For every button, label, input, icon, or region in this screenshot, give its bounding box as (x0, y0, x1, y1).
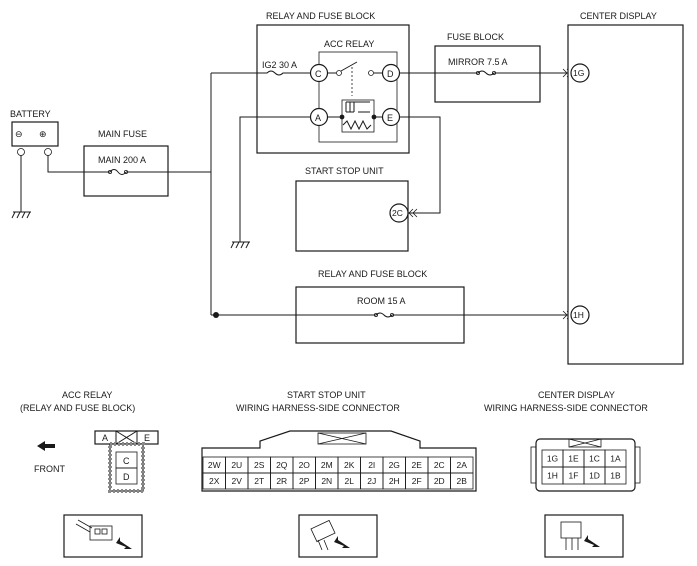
start-stop-unit-box (295, 180, 409, 252)
ssu-pin-label: 2F (412, 476, 422, 486)
cd-connector-shell (530, 438, 641, 492)
ssu-pin-label: 2G (389, 460, 400, 470)
ig2-fuse-symbol (257, 70, 310, 76)
mirror-fuse-rating: MIRROR 7.5 A (448, 57, 508, 67)
connector-view-icon-ssu (298, 514, 378, 558)
ground-symbol-relay (230, 241, 250, 249)
room-fuse-symbol (296, 312, 464, 318)
ssu-pin-label: 2K (344, 460, 355, 470)
acc-pin-c-label: C (123, 456, 130, 466)
center-display-box (567, 24, 684, 365)
acc-relay-box (318, 51, 398, 143)
cd-pin-1g: 1G (573, 68, 584, 78)
cd-pin-label: 1D (589, 471, 600, 481)
ig2-fuse-rating: IG2 30 A (262, 60, 297, 70)
acc-relay-connector-subtitle: (RELAY AND FUSE BLOCK) (20, 403, 135, 413)
cd-pin-1h: 1H (573, 310, 584, 320)
battery-plus-terminal: ⊕ (39, 129, 47, 139)
cd-pin-label: 1F (569, 471, 579, 481)
cd-pin-label: 1C (589, 454, 600, 464)
ssu-pin-label: 2B (457, 476, 468, 486)
cd-pin-label: 1A (610, 454, 621, 464)
battery-minus-terminal: ⊖ (15, 129, 23, 139)
acc-relay-pin-c: C (315, 69, 322, 79)
acc-relay-pin-a: A (315, 113, 321, 123)
main-fuse-box (83, 145, 169, 197)
relay-coil (327, 99, 383, 133)
connector-view-icon-cd (544, 514, 624, 558)
cd-pin-label: 1H (547, 471, 558, 481)
ssu-pin-label: 2A (457, 460, 468, 470)
acc-pin-e-label: E (144, 433, 150, 443)
ssu-pin-label: 2E (412, 460, 423, 470)
acc-relay-connector (94, 430, 159, 493)
acc-relay-pin-d: D (387, 69, 394, 79)
cd-pin-label: 1G (547, 454, 558, 464)
cd-connector-subtitle: WIRING HARNESS-SIDE CONNECTOR (484, 403, 648, 413)
ssu-pin-label: 2T (254, 476, 264, 486)
cd-pin-label: 1B (610, 471, 621, 481)
cd-connector-title: CENTER DISPLAY (538, 390, 615, 400)
ssu-pin-label: 2O (299, 460, 311, 470)
cd-pin-grid: 1G 1E 1C 1A 1H 1F 1D 1B (541, 449, 627, 485)
acc-relay-pin-e: E (387, 113, 393, 123)
room-fuse-rating: ROOM 15 A (357, 296, 406, 306)
ssu-pin-label: 2D (434, 476, 445, 486)
start-stop-unit-title: START STOP UNIT (305, 166, 384, 176)
ssu-pin-label: 2W (208, 460, 221, 470)
ground-symbol-battery (11, 211, 31, 219)
acc-pin-a-label: A (102, 433, 108, 443)
ssu-pin-2c: 2C (392, 208, 403, 218)
ssu-cell (450, 472, 474, 490)
ssu-pin-label: 2M (321, 460, 333, 470)
ssu-pin-label: 2U (231, 460, 242, 470)
ssu-connector-subtitle: WIRING HARNESS-SIDE CONNECTOR (236, 403, 400, 413)
cd-cell (604, 466, 627, 485)
ssu-connector-title: START STOP UNIT (287, 390, 366, 400)
relay-fuse-block-top-title: RELAY AND FUSE BLOCK (266, 11, 375, 21)
cd-pin-label: 1E (568, 454, 579, 464)
main-fuse-rating: MAIN 200 A (98, 155, 146, 165)
fuse-block-box (434, 45, 541, 103)
ssu-pin-label: 2P (299, 476, 310, 486)
ssu-pin-grid: 2W 2U 2S 2Q 2O 2M 2K 2I 2G 2E 2C 2A 2X 2V 2T 2R 2P 2N 2L 2J… (202, 456, 474, 490)
center-display-title: CENTER DISPLAY (580, 11, 657, 21)
ssu-pin-label: 2S (254, 460, 265, 470)
ssu-pin-label: 2V (232, 476, 243, 486)
ssu-pin-label: 2L (345, 476, 355, 486)
main-fuse-symbol (84, 169, 168, 175)
battery-symbol (11, 121, 59, 147)
battery-label: BATTERY (10, 109, 51, 119)
connector-view-icon-acc (63, 514, 143, 558)
ssu-pin-label: 2J (367, 476, 376, 486)
acc-relay-title: ACC RELAY (324, 39, 374, 49)
ssu-pin-label: 2N (321, 476, 332, 486)
fuse-block-title: FUSE BLOCK (447, 32, 504, 42)
acc-pin-d-label: D (123, 472, 130, 482)
mirror-fuse-symbol (435, 70, 540, 76)
relay-fuse-block-top (256, 24, 410, 154)
front-arrow-icon (37, 441, 55, 451)
front-label: FRONT (34, 464, 65, 474)
ssu-pin-label: 2C (434, 460, 445, 470)
ssu-pin-label: 2X (209, 476, 220, 486)
acc-relay-connector-title: ACC RELAY (62, 390, 112, 400)
ssu-pin-label: 2I (368, 460, 375, 470)
ssu-pin-label: 2R (276, 476, 287, 486)
ssu-pin-label: 2H (389, 476, 400, 486)
relay-switch (327, 61, 383, 96)
main-fuse-title: MAIN FUSE (98, 129, 147, 139)
ssu-pin-label: 2Q (276, 460, 288, 470)
relay-fuse-block-bottom-title: RELAY AND FUSE BLOCK (318, 269, 427, 279)
